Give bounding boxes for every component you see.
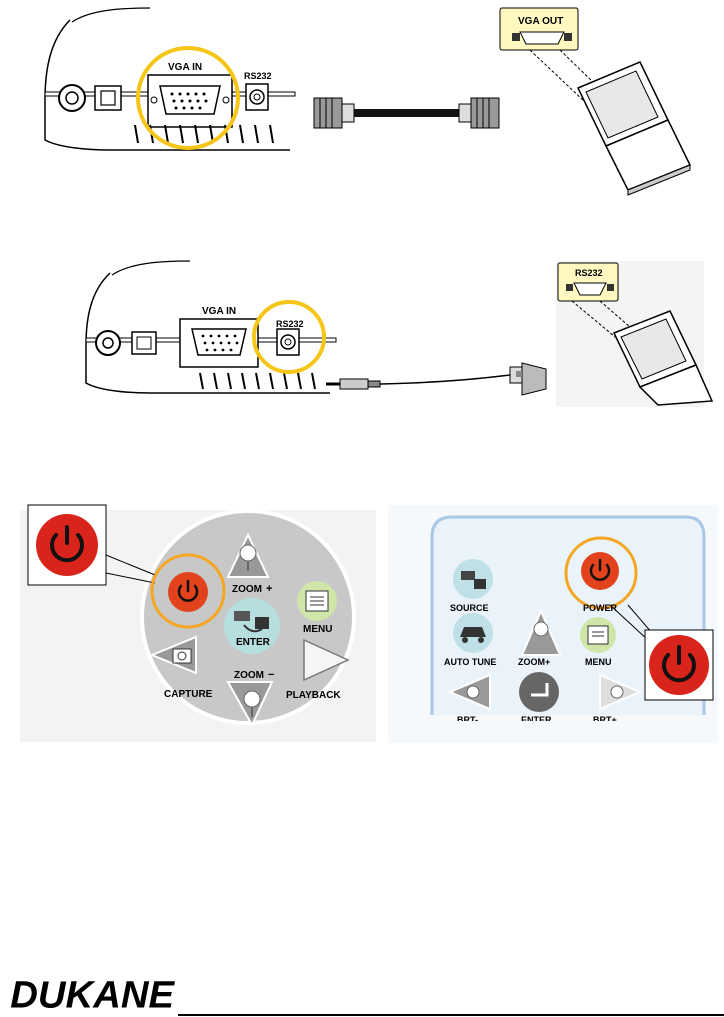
- power-label: POWER: [583, 603, 618, 613]
- brt-minus-label: BRT-: [457, 715, 478, 725]
- remote-menu-button[interactable]: [580, 617, 616, 653]
- remote-power-callout: [609, 604, 714, 701]
- vga-in-highlight: [136, 46, 240, 150]
- remote-zoom-plus-label: ZOOM+: [518, 657, 550, 667]
- menu-button[interactable]: [297, 581, 337, 621]
- rs232-laptop-label: RS232: [575, 268, 603, 278]
- zoom-minus-sign: −: [268, 669, 274, 681]
- brand-name: DUKANE: [10, 974, 175, 1013]
- menu-label: MENU: [303, 624, 332, 635]
- rs232-highlight: [252, 300, 326, 374]
- source-label: SOURCE: [450, 603, 489, 613]
- capture-label: CAPTURE: [164, 689, 213, 700]
- brt-plus-button[interactable]: [599, 673, 643, 711]
- remote-power-button[interactable]: [581, 552, 619, 590]
- capture-button[interactable]: [149, 635, 197, 675]
- zoom-plus-sign: +: [266, 583, 272, 595]
- laptop-illustration: [556, 261, 714, 407]
- dukane-logo: DUKANE: [10, 974, 175, 1013]
- auto-tune-button[interactable]: [453, 613, 493, 653]
- enter-button[interactable]: [224, 598, 280, 654]
- footer-rule: [178, 1014, 724, 1016]
- device-rear-panel: [85, 260, 337, 394]
- vga-out-label: VGA OUT: [518, 16, 563, 27]
- zoom-minus-button[interactable]: [226, 681, 274, 728]
- rs232-connection-figure: VGA IN RS232 RS232: [85, 260, 714, 407]
- vga-in-label: VGA IN: [202, 306, 236, 317]
- brt-plus-label: BRT+: [593, 715, 617, 725]
- vga-in-label: VGA IN: [168, 62, 202, 73]
- power-button-figure: ZOOM + MENU ENTER CAPTURE PLAYBACK ZOOM …: [20, 504, 718, 743]
- power-button[interactable]: [168, 572, 208, 612]
- vga-cable: [313, 97, 500, 129]
- remote-enter-button[interactable]: [519, 672, 559, 712]
- enter-label: ENTER: [236, 637, 271, 648]
- brt-minus-button[interactable]: [447, 673, 491, 711]
- power-callout: [27, 504, 156, 586]
- zoom-plus-label: ZOOM: [232, 584, 262, 595]
- rs232-cable: [326, 362, 547, 396]
- rs232-label: RS232: [244, 71, 272, 81]
- playback-label: PLAYBACK: [286, 690, 341, 701]
- rs232-label: RS232: [276, 319, 304, 329]
- zoom-plus-button[interactable]: [226, 532, 270, 578]
- playback-button[interactable]: [303, 638, 350, 682]
- remote-enter-label: ENTER: [521, 715, 552, 725]
- remote-menu-label: MENU: [585, 657, 612, 667]
- laptop-illustration: [499, 7, 692, 196]
- remote-power-highlight: [564, 536, 638, 610]
- source-button[interactable]: [453, 559, 493, 599]
- power-highlight: [150, 553, 226, 629]
- remote-zoom-plus-button[interactable]: [520, 608, 562, 656]
- zoom-minus-label: ZOOM: [234, 670, 264, 681]
- device-rear-panel: [44, 7, 296, 151]
- vga-connection-figure: VGA IN RS232 VGA OUT: [44, 7, 692, 196]
- auto-tune-label: AUTO TUNE: [444, 657, 496, 667]
